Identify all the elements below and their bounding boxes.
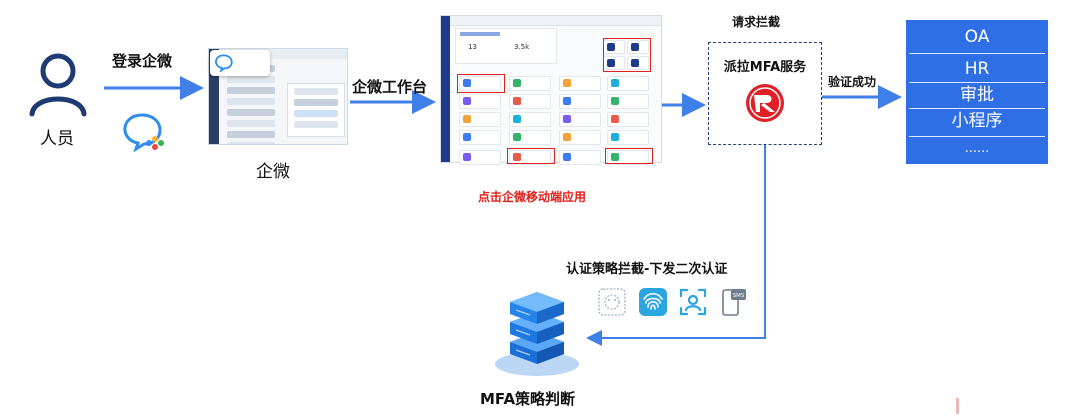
corner-mark — [956, 398, 959, 414]
mfa-service-label: 派拉MFA服务 — [723, 60, 807, 75]
arrow-policy — [586, 144, 766, 346]
face-scan-icon — [598, 288, 626, 316]
system-miniprogram[interactable]: 小程序 — [951, 111, 1003, 131]
workbench-app-tile — [459, 94, 501, 109]
workbench-app-tile — [459, 150, 501, 165]
workbench-app-tile — [509, 130, 551, 145]
login-label: 登录企微 — [112, 52, 173, 70]
workbench-stat-2: 3.5k — [514, 43, 530, 51]
person-label: 人员 — [40, 129, 74, 149]
system-hr[interactable]: HR — [964, 59, 990, 79]
server-stack-icon — [495, 292, 579, 376]
workbench-app-tile — [627, 56, 649, 70]
workbench-app-tile — [509, 94, 551, 109]
workbench-app-tile — [607, 150, 649, 165]
workbench-label: 企微工作台 — [352, 78, 428, 96]
mfa-policy-label: MFA策略判断 — [480, 390, 576, 408]
workbench-app-tile — [509, 112, 551, 127]
workbench-app-tile — [459, 130, 501, 145]
workbench-app-tile — [559, 112, 601, 127]
workbench-app-tile — [459, 76, 501, 91]
workbench-app-tile — [607, 94, 649, 109]
workbench-app-tile — [559, 76, 601, 91]
workbench-app-tile — [607, 112, 649, 127]
face-id-icon — [679, 288, 707, 316]
workbench-stat-1: 13 — [468, 43, 477, 51]
sms-phone-icon: SMS — [722, 289, 746, 316]
workbench-app-tile — [509, 150, 551, 165]
wecom-phone-card — [210, 50, 270, 76]
paila-logo-icon — [746, 84, 784, 122]
workbench-app-tile — [607, 76, 649, 91]
workbench-app-tile — [603, 40, 625, 54]
workbench-app-tile — [559, 94, 601, 109]
user-icon — [29, 53, 87, 117]
policy-intercept-label: 认证策略拦截-下发二次认证 — [566, 262, 728, 277]
workbench-app-tile — [559, 150, 601, 165]
system-approval[interactable]: 审批 — [960, 85, 994, 105]
workbench-app-tile — [509, 76, 551, 91]
wecom-label: 企微 — [256, 162, 290, 182]
wecom-logo-icon — [123, 113, 164, 152]
system-oa[interactable]: OA — [964, 27, 990, 47]
system-list: OA HR 审批 小程序 ...... — [906, 20, 1048, 164]
click-app-label: 点击企微移动端应用 — [478, 190, 587, 204]
workbench-app-tile — [627, 40, 649, 54]
intercept-label: 请求拦截 — [732, 15, 781, 29]
workbench-app-tile — [607, 130, 649, 145]
workbench-app-tile — [559, 130, 601, 145]
workbench-app-tile — [459, 112, 501, 127]
mfa-service-box: 派拉MFA服务 — [708, 42, 822, 145]
workbench-screenshot: 13 3.5k — [440, 15, 662, 165]
sms-label: SMS — [733, 293, 745, 299]
fingerprint-icon — [639, 288, 667, 316]
verify-success-label: 验证成功 — [828, 75, 877, 89]
system-more: ...... — [964, 141, 990, 156]
